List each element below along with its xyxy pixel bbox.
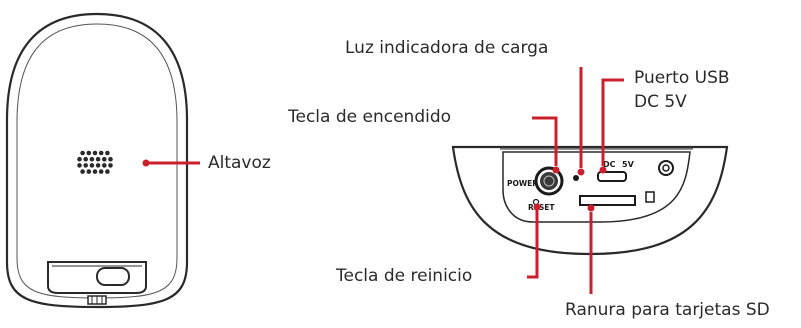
- label-usb-voltage: DC 5V: [634, 92, 687, 112]
- grille-hole: [86, 150, 92, 156]
- power-button-icon: [534, 166, 564, 196]
- grille-hole: [102, 163, 107, 168]
- screw-icon: [658, 160, 674, 176]
- latch-slot: [96, 267, 130, 286]
- five-v-marking: 5V: [622, 160, 635, 169]
- sd-card-slot-icon: [579, 195, 636, 206]
- grille-hole: [92, 169, 98, 174]
- callout-power-key: [532, 116, 560, 174]
- grille-hole: [89, 163, 95, 168]
- callout-reset-key: [527, 203, 541, 279]
- reset-marking: RESET: [528, 203, 555, 212]
- camera-back-view: [5, 12, 200, 309]
- callout-usb: [599, 78, 624, 174]
- label-altavoz: Altavoz: [208, 153, 271, 173]
- dc-marking: DC: [603, 160, 616, 169]
- grille-hole: [83, 163, 88, 168]
- callout-altavoz: [142, 159, 200, 167]
- charge-led-icon: [573, 175, 579, 181]
- grille-hole: [77, 163, 82, 168]
- grille-hole: [95, 163, 101, 168]
- grille-hole: [80, 150, 85, 156]
- grille-hole: [105, 169, 110, 174]
- grille-hole: [108, 163, 113, 168]
- label-reset-key: Tecla de reinicio: [336, 266, 473, 286]
- grille-hole: [83, 156, 88, 162]
- grille-hole: [95, 156, 101, 162]
- camera-base-view: POWER RESET DC 5V: [451, 67, 729, 294]
- label-sd-slot: Ranura para tarjetas SD: [565, 300, 770, 320]
- bottom-cover: [47, 261, 147, 305]
- sd-symbol-icon: [645, 191, 655, 203]
- grille-hole: [98, 150, 104, 156]
- callout-sd-slot: [587, 204, 595, 294]
- usb-port-icon: [597, 171, 627, 182]
- grille-hole: [86, 169, 92, 174]
- label-usb-port: Puerto USB: [634, 68, 730, 88]
- callout-charge-light: [577, 67, 585, 176]
- label-power-key: Tecla de encendido: [288, 107, 452, 127]
- grille-hole: [92, 150, 98, 156]
- power-marking: POWER: [507, 179, 538, 188]
- grille-hole: [89, 156, 95, 162]
- grille-hole: [77, 156, 82, 162]
- grille-hole: [80, 169, 85, 174]
- grille-hole: [102, 156, 107, 162]
- grille-hole: [105, 150, 110, 156]
- grille-hole: [108, 156, 113, 162]
- speaker-grille-icon: [77, 150, 113, 174]
- label-charge-light: Luz indicadora de carga: [345, 38, 549, 58]
- grille-hole: [98, 169, 104, 174]
